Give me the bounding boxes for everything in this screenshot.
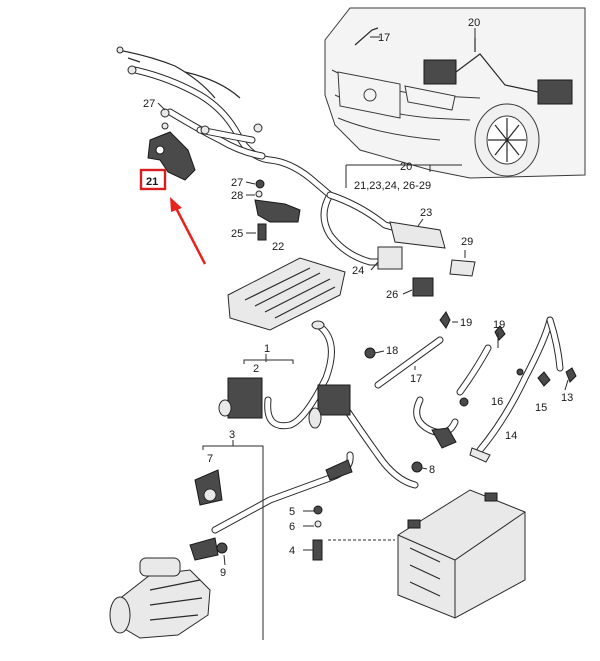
cable-assembly-3 bbox=[189, 451, 354, 561]
callout-13: 13 bbox=[561, 392, 573, 404]
callout-27: 27 bbox=[143, 98, 155, 110]
callout-28: 28 bbox=[231, 190, 243, 202]
callout-18: 18 bbox=[386, 345, 398, 357]
electronics-box bbox=[227, 257, 346, 331]
vehicle-battery-rear-icon bbox=[537, 79, 573, 105]
callout-23: 23 bbox=[420, 207, 432, 219]
callout-20-group: 20 bbox=[400, 161, 412, 173]
cable-assembly-1 bbox=[218, 320, 423, 489]
battery bbox=[397, 489, 526, 619]
vw-logo-icon bbox=[363, 88, 377, 102]
callout-17-top: 17 bbox=[378, 32, 390, 44]
callout-1: 1 bbox=[264, 343, 270, 355]
callout-26: 26 bbox=[386, 289, 398, 301]
parts-22-25-27-28 bbox=[160, 108, 301, 241]
callout-25: 25 bbox=[231, 228, 243, 240]
callout-labels: 17 20 27 21 27 28 25 22 20 21,23,24, 26-… bbox=[143, 17, 573, 579]
callout-27-second: 27 bbox=[231, 177, 243, 189]
callout-21: 21 bbox=[146, 176, 158, 188]
callout-7: 7 bbox=[207, 453, 213, 465]
highlight-group bbox=[139, 168, 207, 265]
vehicle-illustration bbox=[324, 7, 586, 179]
callout-6: 6 bbox=[289, 521, 295, 533]
callout-2: 2 bbox=[253, 363, 259, 375]
wiring-harness bbox=[116, 46, 476, 297]
callout-19: 19 bbox=[460, 317, 472, 329]
ground-straps bbox=[364, 311, 577, 463]
starter-motor bbox=[109, 557, 211, 639]
vehicle-battery-front-icon bbox=[423, 59, 457, 85]
callout-15: 15 bbox=[535, 402, 547, 414]
callout-22: 22 bbox=[272, 241, 284, 253]
callout-19-second: 19 bbox=[493, 319, 505, 331]
callout-8: 8 bbox=[429, 464, 435, 476]
leader-lines bbox=[157, 28, 569, 640]
highlight-box bbox=[139, 168, 167, 191]
callout-4: 4 bbox=[289, 545, 295, 557]
callout-21-group: 21,23,24, 26-29 bbox=[354, 180, 431, 192]
callout-17: 17 bbox=[410, 373, 422, 385]
callout-9: 9 bbox=[220, 567, 226, 579]
part-21-bracket bbox=[147, 131, 196, 181]
callout-5: 5 bbox=[289, 506, 295, 518]
part-2-grommet bbox=[227, 377, 263, 419]
highlight-arrow bbox=[174, 207, 207, 265]
callout-24: 24 bbox=[352, 265, 364, 277]
highlight-arrow-head bbox=[170, 197, 182, 212]
callout-20-top: 20 bbox=[468, 17, 480, 29]
callout-29: 29 bbox=[461, 236, 473, 248]
callout-3: 3 bbox=[229, 429, 235, 441]
callout-16: 16 bbox=[491, 396, 503, 408]
callout-14: 14 bbox=[505, 430, 517, 442]
